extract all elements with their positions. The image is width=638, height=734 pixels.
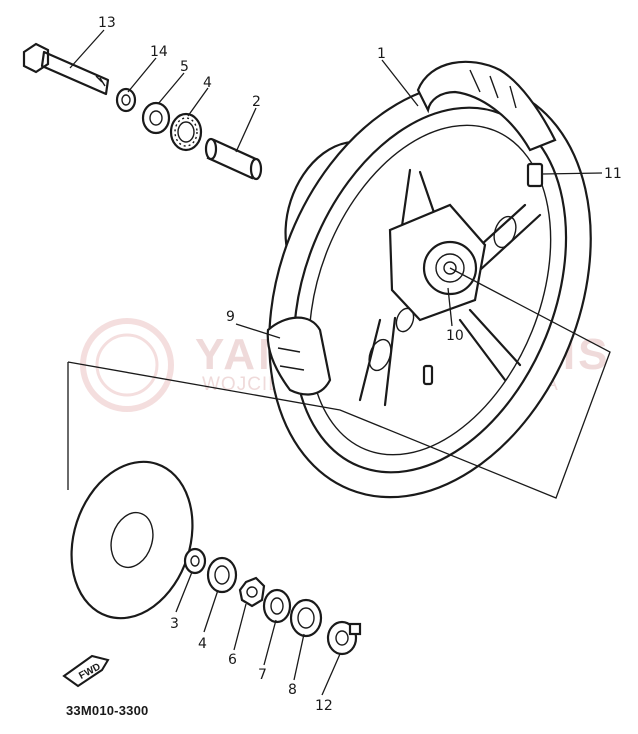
axle-part xyxy=(22,42,110,96)
callout-leaders xyxy=(69,29,603,696)
oil-seal-lower xyxy=(262,588,292,624)
callout-3: 3 xyxy=(170,616,179,632)
forward-arrow-icon: FWD xyxy=(62,654,110,688)
callout-14: 14 xyxy=(150,44,168,60)
callout-5-upper: 5 xyxy=(180,59,189,75)
callout-13: 13 xyxy=(98,15,116,31)
callout-1: 1 xyxy=(377,46,386,62)
brake-disc-lower xyxy=(70,460,194,620)
collar-lower xyxy=(183,547,207,575)
oil-seal-upper xyxy=(141,101,171,135)
callout-labels: 13 14 5 4 2 1 11 9 10 3 4 6 7 8 12 xyxy=(98,15,622,714)
bearing-upper xyxy=(169,112,203,152)
callout-4-upper: 4 xyxy=(203,75,212,91)
callout-4-lower: 4 xyxy=(198,636,207,652)
callout-8: 8 xyxy=(288,682,297,698)
callout-6: 6 xyxy=(228,652,237,668)
collar-outer-lower xyxy=(326,620,362,656)
diagram-code: 33M010-3300 xyxy=(66,703,149,718)
callout-10: 10 xyxy=(446,328,464,344)
callout-2: 2 xyxy=(252,94,261,110)
collar-part xyxy=(115,87,137,113)
watermark-logo xyxy=(80,318,174,412)
spacer-part xyxy=(204,137,263,181)
callout-7: 7 xyxy=(258,667,267,683)
wheel-assembly xyxy=(266,60,592,499)
callout-11: 11 xyxy=(604,166,622,182)
bearing-lower xyxy=(206,556,238,594)
callout-9: 9 xyxy=(226,309,235,325)
meter-gear-lower xyxy=(289,598,323,638)
gear-unit-drive xyxy=(238,576,266,608)
callout-12: 12 xyxy=(315,698,333,714)
